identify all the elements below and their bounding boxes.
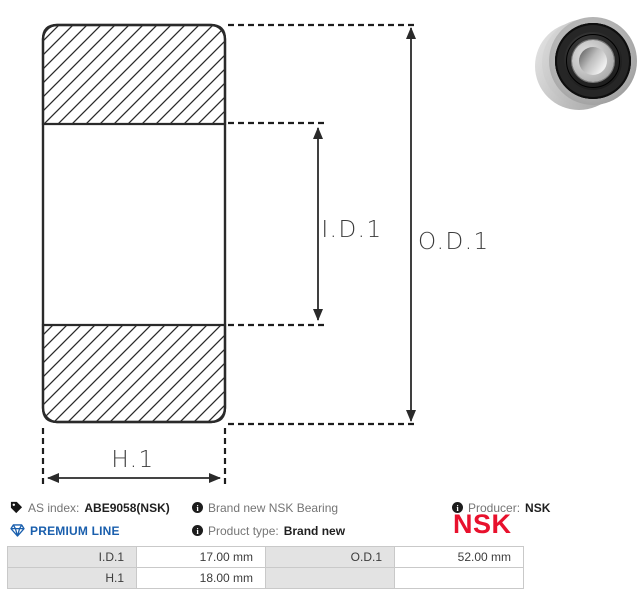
table-row: I.D.1 17.00 mm O.D.1 52.00 mm [7, 546, 524, 568]
outer-ring-bottom-section [41, 323, 227, 424]
product-description-line: i Brand new NSK Bearing [192, 500, 338, 515]
as-index-line: AS index: ABE9058(NSK) [10, 500, 170, 515]
bearing-bore [579, 47, 607, 75]
tag-icon [10, 501, 23, 514]
dim-value-cell: 18.00 mm [136, 567, 266, 589]
dim-value-cell [394, 567, 524, 589]
dim-name-cell: H.1 [7, 567, 137, 589]
dimension-arrows [47, 27, 416, 483]
producer-label: Producer: [468, 500, 521, 515]
premium-line-badge: PREMIUM LINE [10, 523, 120, 538]
outer-ring-top-section [41, 23, 227, 126]
producer-value: NSK [525, 500, 551, 515]
dim-value-cell: 17.00 mm [136, 546, 266, 568]
product-description: Brand new NSK Bearing [208, 500, 339, 515]
product-type-label: Product type: [208, 523, 279, 538]
as-index-label: AS index: [28, 500, 80, 515]
info-icon: i [192, 525, 203, 536]
nsk-brand-logo: NSK [453, 509, 512, 539]
dim-name-cell: I.D.1 [7, 546, 137, 568]
info-icon: i [452, 502, 463, 513]
extension-lines [41, 23, 417, 487]
inner-diameter-label: I.D.1 [321, 217, 383, 243]
dim-name-cell [265, 567, 395, 589]
bearing-photo [528, 5, 642, 119]
premium-line-label: PREMIUM LINE [30, 523, 120, 538]
bearing-cross-section-diagram [41, 23, 417, 487]
as-index-value: ABE9058(NSK) [84, 500, 170, 515]
dimensions-table: I.D.1 17.00 mm O.D.1 52.00 mm H.1 18.00 … [7, 546, 524, 589]
table-row: H.1 18.00 mm [7, 567, 524, 589]
outer-diameter-label: O.D.1 [418, 229, 490, 255]
height-label: H.1 [111, 447, 155, 473]
dim-name-cell: O.D.1 [265, 546, 395, 568]
product-type-value: Brand new [283, 523, 346, 538]
info-icon: i [192, 502, 203, 513]
producer-line: i Producer: NSK [452, 500, 550, 515]
diamond-icon [10, 524, 25, 537]
product-type-line: i Product type: Brand new [192, 523, 345, 538]
dim-value-cell: 52.00 mm [394, 546, 524, 568]
